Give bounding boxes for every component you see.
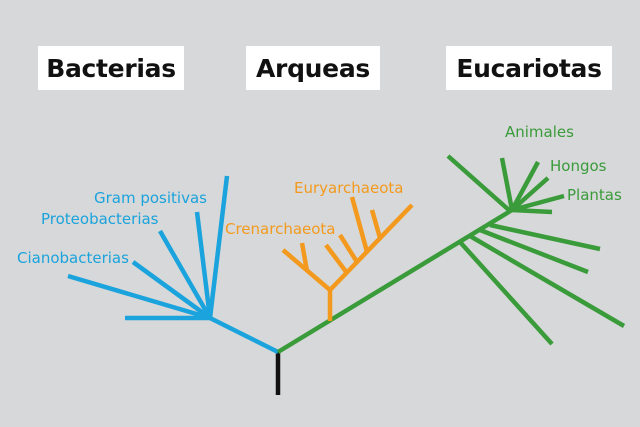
bacteria-stem — [208, 315, 280, 355]
eukarya-branch-plants — [511, 193, 565, 213]
bacteria-branch-gram-positive-a — [158, 229, 212, 320]
bacteria-branch-gram-positive-c — [207, 175, 230, 319]
label-gram-positive: Gram positivas — [94, 189, 207, 207]
eukarya-branch-fungi-b — [510, 176, 550, 212]
eukarya-clade — [276, 154, 626, 354]
eukarya-branch-lower-2 — [468, 234, 626, 328]
eukarya-trunk — [276, 208, 514, 354]
eukarya-branch-animals — [499, 157, 515, 211]
eukarya-branch-lower-4 — [489, 222, 601, 252]
eukarya-branch-lower-1 — [458, 240, 554, 346]
label-crenarchaeota: Crenarchaeota — [225, 220, 336, 238]
label-animals: Animales — [505, 123, 574, 141]
archaea-branch-euryarchaeota-a — [324, 243, 349, 275]
bacteria-branch-gram-positive-b — [194, 211, 213, 319]
bacteria-clade — [67, 175, 280, 355]
eukarya-branch-fungi-a — [510, 160, 540, 212]
archaea-branch-euryarchaeota-d — [369, 209, 383, 239]
eukarya-branch-upper-left — [446, 154, 512, 213]
domain-title-bacteria: Bacterias — [38, 46, 184, 90]
archaea-clade — [281, 196, 414, 321]
bacteria-branch-proteobacteria — [131, 260, 212, 320]
archaea-branch-crenarchaeota-b — [299, 242, 310, 272]
archaea-branch-euryarchaeota-c — [349, 196, 370, 253]
label-proteobacteria: Proteobacterias — [41, 210, 159, 228]
label-euryarchaeota: Euryarchaeota — [294, 179, 404, 197]
label-fungi: Hongos — [550, 157, 607, 175]
domain-title-archaea: Arqueas — [246, 46, 380, 90]
archaea-branch-euryarchaeota-b — [338, 233, 359, 264]
archaea-branch-euryarchaeota-trunk — [328, 203, 414, 292]
eukarya-branch-lower-3 — [479, 227, 589, 275]
eukarya-branch-right — [511, 207, 553, 215]
label-cyanobacteria: Cianobacterias — [17, 249, 129, 267]
bacteria-branch-cyanobacteria — [67, 273, 211, 321]
label-plants: Plantas — [567, 186, 622, 204]
domain-title-eukarya: Eucariotas — [446, 46, 612, 90]
